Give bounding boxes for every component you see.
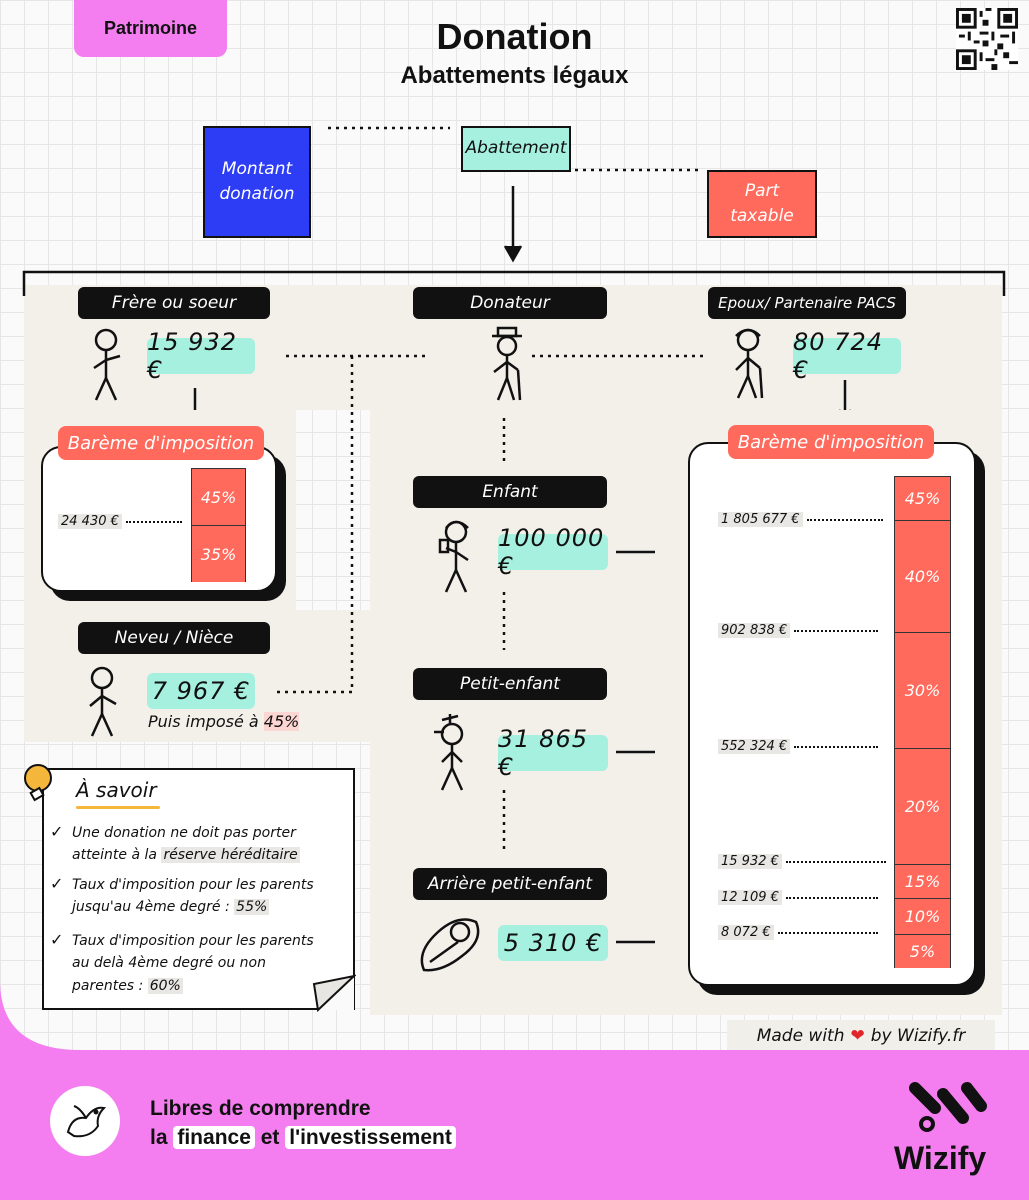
large-threshold-4: 15 932 € [718, 854, 886, 869]
large-threshold-2: 902 838 € [718, 623, 879, 638]
legend-part-line1: Part [744, 180, 780, 201]
small-rate-35: 35% [192, 526, 245, 582]
large-rate-15: 15% [895, 865, 950, 899]
stick-figure-epoux-icon [735, 328, 764, 399]
note-check-1-icon: ✓ [50, 822, 64, 841]
note-item-2: Taux d'imposition pour les parents jusqu… [72, 874, 347, 919]
threshold-value: 552 324 € [718, 739, 791, 754]
footer-slogan-line1: Libres de comprendre [150, 1097, 371, 1120]
page-title: Donation [436, 16, 593, 57]
large-bareme-bar: 45% 40% 30% 20% 15% 10% 5% [894, 476, 951, 968]
note-item-3-highlight: 60% [147, 977, 183, 994]
stick-figure-enfant-icon [438, 520, 469, 593]
amount-enfant: 100 000 € [498, 524, 608, 580]
note-check-3-icon: ✓ [50, 930, 64, 949]
threshold-value: 902 838 € [718, 623, 791, 638]
center-panel [370, 410, 655, 1015]
label-enfant: Enfant [413, 476, 607, 508]
note-item-3-text: Taux d'imposition pour les parents au de… [72, 933, 314, 994]
legend-abattement: Abattement [461, 126, 571, 172]
large-rate-30: 30% [895, 633, 950, 749]
stick-figure-donateur-icon [492, 326, 522, 401]
large-rate-20: 20% [895, 749, 950, 865]
slogan-word-finance: finance [173, 1126, 255, 1149]
slogan-word-la: la [150, 1126, 168, 1149]
threshold-value: 12 109 € [718, 890, 782, 905]
made-with-prefix: Made with [756, 1026, 845, 1046]
footer-background [0, 980, 1029, 1200]
threshold-value: 8 072 € [718, 925, 774, 940]
amount-petit-enfant: 31 865 € [498, 725, 608, 781]
page-subtitle: Abattements légaux [400, 62, 629, 89]
slogan-word-et: et [260, 1126, 280, 1149]
legend-montant-donation: Montant donation [203, 126, 311, 238]
note-item-1-text: Une donation ne doit pas porter atteinte… [72, 825, 296, 864]
large-rate-10: 10% [895, 899, 950, 935]
stick-figure-frere-icon [93, 328, 121, 401]
threshold-value: 1 805 677 € [718, 512, 803, 527]
note-item-1-highlight: réserve héréditaire [161, 847, 300, 864]
legend-part-line2: taxable [730, 206, 794, 226]
large-threshold-5: 12 109 € [718, 890, 878, 905]
label-arriere-petit-enfant: Arrière petit-enfant [413, 868, 607, 900]
footer-slogan-line2: la finance et l'investissement [150, 1126, 456, 1150]
small-bareme-bar: 45% 35% [191, 468, 246, 582]
label-donateur: Donateur [413, 287, 607, 319]
wizify-logo-icon [909, 1082, 987, 1132]
neveu-note-rate: 45% [263, 712, 300, 731]
note-item-2-highlight: 55% [234, 899, 270, 916]
neveu-note-prefix: Puis imposé à [148, 712, 259, 731]
note-check-2-icon: ✓ [50, 874, 64, 893]
large-threshold-6: 8 072 € [718, 925, 878, 940]
small-threshold: 24 430 € [58, 514, 182, 529]
brand-name: Wizify [894, 1140, 987, 1176]
qr-code-icon [956, 8, 1018, 70]
amount-neveu-niece: 7 967 € [147, 673, 255, 709]
stick-figure-petit-enfant-icon [434, 714, 464, 791]
heart-icon: ❤ [850, 1026, 865, 1046]
made-with-suffix: by Wizify.fr [870, 1026, 966, 1046]
large-threshold-1: 1 805 677 € [718, 512, 883, 527]
dove-icon [66, 1105, 107, 1138]
label-frere-soeur: Frère ou soeur [78, 287, 270, 319]
made-with-badge: Made with ❤ by Wizify.fr [727, 1020, 995, 1052]
large-rate-45: 45% [895, 477, 950, 521]
amount-epoux-pacs: 80 724 € [793, 328, 901, 384]
amount-arriere-petit-enfant: 5 310 € [498, 925, 608, 961]
note-item-2-text: Taux d'imposition pour les parents jusqu… [72, 877, 314, 916]
category-tag: Patrimoine [74, 0, 227, 57]
small-threshold-value: 24 430 € [58, 514, 122, 529]
dove-logo [50, 1086, 120, 1156]
legend-montant-line1: Montant [221, 158, 293, 179]
amount-frere-soeur: 15 932 € [147, 328, 255, 384]
small-rate-45: 45% [192, 469, 245, 526]
note-folded-corner-icon [312, 974, 356, 1012]
large-threshold-3: 552 324 € [718, 739, 879, 754]
large-bareme-title: Barème d'imposition [728, 425, 934, 459]
neveu-tax-note: Puis imposé à 45% [148, 712, 300, 731]
a-savoir-underline [76, 806, 160, 809]
note-item-3: Taux d'imposition pour les parents au de… [72, 930, 322, 997]
stick-figure-neveu-icon [89, 666, 117, 737]
large-rate-40: 40% [895, 521, 950, 633]
legend-montant-line2: donation [219, 184, 295, 204]
label-neveu-niece: Neveu / Nièce [78, 622, 270, 654]
small-bareme-title: Barème d'imposition [58, 426, 264, 460]
label-petit-enfant: Petit-enfant [413, 668, 607, 700]
note-item-1: Une donation ne doit pas porter atteinte… [72, 822, 347, 867]
slogan-word-investissement: l'investissement [285, 1126, 456, 1149]
lightbulb-icon [24, 764, 52, 802]
large-rate-5: 5% [895, 935, 950, 968]
legend-part-taxable: Part taxable [707, 170, 817, 238]
label-epoux-pacs: Epoux/ Partenaire PACS [708, 287, 906, 319]
threshold-value: 15 932 € [718, 854, 782, 869]
a-savoir-title: À savoir [76, 778, 157, 802]
baby-icon [420, 918, 480, 972]
